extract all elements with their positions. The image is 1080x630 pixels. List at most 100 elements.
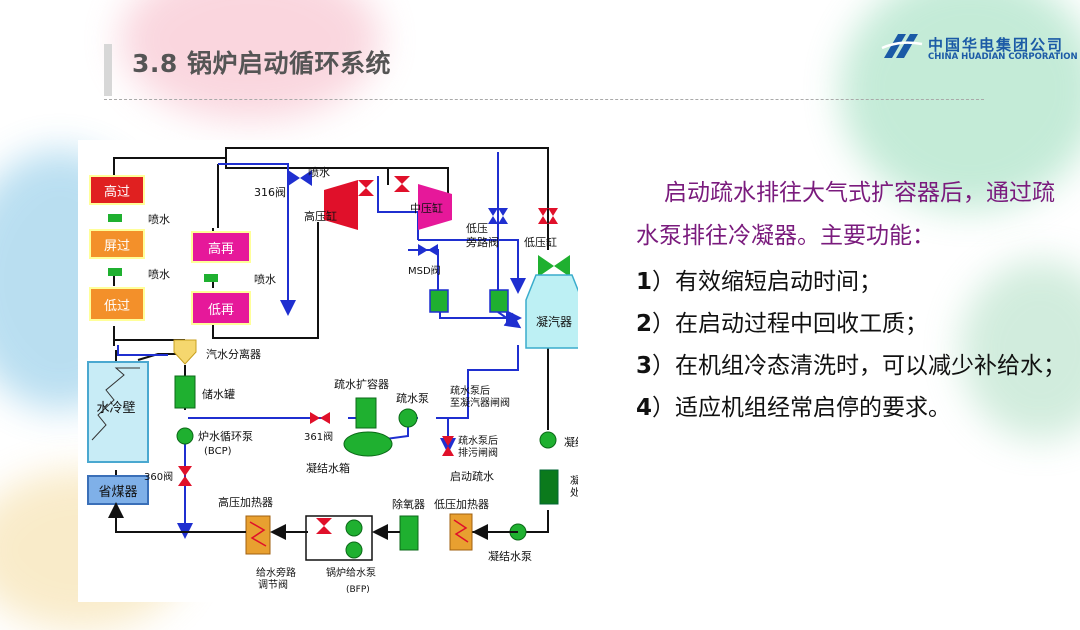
company-logo: 中国华电集团公司 CHINA HUADIAN CORPORATION	[880, 30, 1080, 70]
hp-turbine-icon	[324, 180, 358, 230]
label-ningjie-shuibeng2: 凝结水泵	[488, 549, 532, 563]
valve-360-icon	[178, 466, 192, 486]
label-ningjie-shuibeng1: 凝结水泵	[564, 435, 578, 449]
logo-name-cn: 中国华电集团公司	[928, 36, 1065, 54]
label-gaoguo: 高过	[104, 184, 130, 200]
huadian-logo-icon	[881, 34, 923, 58]
label-bfp: (BFP)	[346, 585, 370, 595]
label-valve361: 361阀	[304, 430, 333, 443]
desuperheater-2	[489, 289, 509, 313]
drain-pump-icon	[398, 408, 418, 428]
point-3-text: ）在机组冷态清洗时，可以减少补给水；	[652, 353, 1067, 379]
label-chuyangqi: 除氧器	[392, 497, 425, 511]
label-lushui-xunhuanbeng: 炉水循环泵	[198, 430, 253, 443]
background-splash-br	[960, 260, 1080, 440]
condensate-tank-icon	[343, 431, 393, 457]
label-zhongyagang: 中压缸	[410, 201, 443, 215]
point-3-number: 3	[636, 353, 653, 379]
label-ningjie-chuli2: 处理设备	[570, 486, 578, 499]
label-shengmeiqi: 省煤器	[98, 485, 137, 500]
drain-expander-icon	[355, 397, 377, 429]
point-3: 3）在机组冷态清洗时，可以减少补给水；	[636, 348, 1076, 384]
spray-valve-2	[108, 268, 122, 276]
reheater-stack: 高再 喷水 低再	[191, 231, 276, 325]
lp-heater-icon	[449, 513, 473, 551]
ip-steam-valve-icon	[394, 176, 410, 192]
label-shushui-kuorongqi: 疏水扩容器	[334, 377, 389, 391]
label-penshui1: 喷水	[148, 213, 170, 226]
intro-paragraph: 启动疏水排往大气式扩容器后，通过疏水泵排往冷凝器。主要功能：	[636, 180, 1055, 249]
point-2-number: 2	[636, 311, 653, 337]
platen-superheater-box	[89, 229, 145, 259]
lp-turbine-icon	[538, 255, 570, 277]
label-diyagang: 低压缸	[524, 235, 557, 249]
economizer-box	[87, 475, 149, 505]
low-reheater-box	[191, 291, 251, 325]
label-ningjie-chuli1: 凝结水	[570, 474, 578, 487]
label-bcp: (BCP)	[204, 446, 232, 457]
high-superheater-box	[89, 175, 145, 205]
label-geishui-panglu1: 给水旁路	[256, 566, 296, 579]
bfp-pump-1-icon	[345, 519, 363, 537]
label-dizai: 低再	[208, 303, 234, 318]
high-reheater-box	[191, 231, 251, 263]
label-shushuibeng-hou2: 至凝汽器闸阀	[450, 396, 510, 409]
logo-name-en: CHINA HUADIAN CORPORATION	[928, 52, 1078, 62]
deaerator-icon	[399, 515, 419, 551]
hp-heater-icon	[245, 515, 271, 555]
label-ningqiqi: 凝汽器	[536, 314, 572, 329]
point-4-text: ）适应机组经常启停的要求。	[652, 395, 952, 421]
slide-title: 3.8 锅炉启动循环系统	[132, 49, 391, 78]
separator-icon	[173, 339, 197, 365]
label-diya-jiareqi: 低压加热器	[434, 498, 489, 511]
drain-discharge-valve-icon	[442, 436, 454, 456]
point-2: 2）在启动过程中回收工质；	[636, 306, 1076, 342]
background-splash-right	[840, 0, 1080, 210]
label-penshui4: 喷水	[308, 166, 330, 179]
point-2-text: ）在启动过程中回收工质；	[652, 311, 929, 337]
condensate-pump-1-icon	[539, 431, 557, 449]
label-shushuibeng: 疏水泵	[396, 391, 429, 405]
label-diguo: 低过	[104, 299, 130, 314]
drain-expander-section: 疏水扩容器 凝结水箱 疏水泵 疏水泵后 至凝汽器闸阀 疏水泵后 排污闸阀 启动疏…	[306, 377, 510, 483]
title-divider	[104, 99, 984, 100]
storage-tank-icon	[174, 375, 196, 409]
condensate-treatment-icon	[539, 469, 559, 505]
label-diya-panglu: 低压	[466, 222, 488, 235]
feedwater-bypass-valve-icon	[316, 518, 332, 534]
label-pingguo: 屏过	[104, 239, 130, 254]
hp-steam-valve-icon	[358, 180, 374, 196]
label-qidong-shushui: 启动疏水	[450, 469, 494, 483]
label-qishui-fenliqi: 汽水分离器	[206, 347, 261, 361]
label-gaoyagang: 高压缸	[304, 209, 337, 223]
label-geishui-panglu2: 调节阀	[258, 578, 288, 591]
lp-bypass-valve-icon	[488, 208, 508, 224]
label-msd: MSD阀	[408, 264, 441, 277]
low-superheater-box	[89, 287, 145, 321]
point-4-number: 4	[636, 395, 653, 421]
label-chushuiguan: 储水罐	[202, 387, 235, 401]
desuperheater-1	[429, 289, 449, 313]
label-shuilengbi: 水冷壁	[96, 401, 135, 416]
msd-valve-icon	[418, 244, 438, 256]
point-1: 1）有效缩短启动时间；	[636, 264, 1076, 300]
bcp-pump-icon	[176, 427, 194, 445]
valve-361-icon	[310, 412, 330, 424]
bfp-pump-2-icon	[345, 541, 363, 559]
label-penshui2: 喷水	[148, 268, 170, 281]
label-penshui3: 喷水	[254, 273, 276, 286]
superheater-stack: 高过 喷水 屏过 喷水 低过 水冷壁 省煤器	[87, 175, 170, 505]
ip-turbine-icon	[418, 184, 452, 230]
valve-316-icon	[288, 170, 312, 186]
label-valve316: 316阀	[254, 185, 286, 199]
label-valve360: 360阀	[144, 470, 173, 483]
condenser-icon	[525, 274, 578, 349]
turbine-section: 喷水 316阀 高压缸 中压缸 低压 旁路阀 低压缸 MSD阀 凝汽器	[254, 166, 578, 349]
label-gaozai: 高再	[208, 241, 234, 257]
label-shushuibeng-pai1: 疏水泵后	[458, 434, 498, 447]
label-shushuibeng-pai2: 排污闸阀	[458, 446, 498, 459]
title-accent-bar	[104, 44, 112, 96]
label-guolu-geishuibeng: 锅炉给水泵	[326, 566, 376, 579]
label-shushuibeng-hou1: 疏水泵后	[450, 384, 490, 397]
boiler-startup-circulation-diagram: 高过 喷水 屏过 喷水 低过 水冷壁 省煤器 高再 喷水 低再 喷水 316阀 …	[78, 140, 578, 602]
